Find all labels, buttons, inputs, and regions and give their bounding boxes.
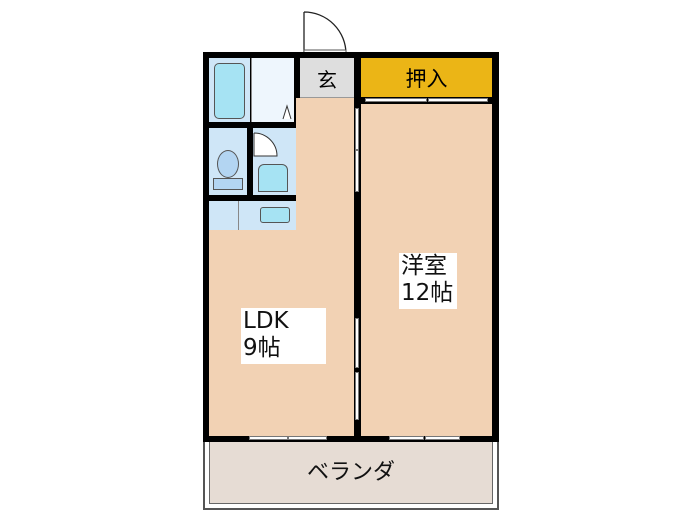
- window: [288, 436, 327, 440]
- sliding-door[interactable]: [355, 150, 359, 192]
- ldk-size: 9帖: [243, 335, 281, 361]
- closet-sliding-door[interactable]: [428, 98, 488, 102]
- entrance-door-icon: [303, 11, 347, 55]
- closet-sliding-door[interactable]: [365, 98, 427, 102]
- washbasin-area: [253, 128, 296, 195]
- kitchen-counter: [209, 201, 296, 230]
- ldk-name: LDK: [243, 308, 289, 334]
- closet: 押入: [361, 58, 492, 97]
- western-room-label: 洋室 12帖: [399, 253, 457, 309]
- window: [425, 436, 460, 440]
- toilet-icon: [217, 150, 239, 178]
- balcony-label: ベランダ: [306, 460, 395, 485]
- western-room-name: 洋室: [401, 253, 447, 279]
- window: [389, 436, 424, 440]
- door-swing-icon: [253, 132, 278, 157]
- sliding-door[interactable]: [355, 372, 359, 420]
- interior-wall: [203, 195, 300, 201]
- western-room-size: 12帖: [401, 280, 454, 306]
- kitchen-sink-icon: [260, 207, 290, 223]
- toilet-tank-icon: [213, 178, 243, 190]
- interior-wall: [247, 128, 253, 195]
- bathroom: [209, 58, 250, 122]
- entrance-label: 玄: [317, 68, 337, 92]
- sliding-door[interactable]: [355, 318, 359, 368]
- ldk-label: LDK 9帖: [241, 308, 326, 364]
- interior-wall: [203, 122, 300, 128]
- window: [249, 436, 288, 440]
- entrance: 玄: [300, 58, 354, 98]
- bathtub-icon: [214, 63, 245, 119]
- sink-icon: [258, 164, 288, 192]
- washer-marker-icon: [282, 104, 292, 120]
- counter-divider: [238, 201, 239, 230]
- balcony: ベランダ: [203, 438, 499, 510]
- toilet-room: [209, 128, 247, 195]
- sliding-door[interactable]: [355, 108, 359, 150]
- washroom: [251, 58, 294, 122]
- closet-label: 押入: [405, 67, 448, 91]
